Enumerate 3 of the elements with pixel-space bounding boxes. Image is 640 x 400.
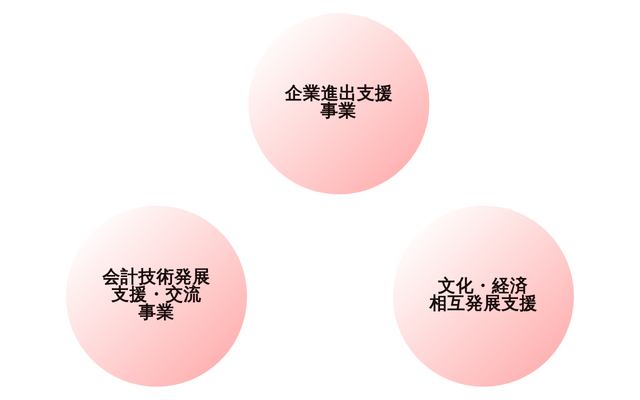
node-circle: 会計技術発展支援・交流事業	[66, 206, 248, 387]
node-circle: 文化・経済相互発展支援	[392, 206, 574, 387]
node-circle: 企業進出支援事業	[248, 13, 430, 194]
